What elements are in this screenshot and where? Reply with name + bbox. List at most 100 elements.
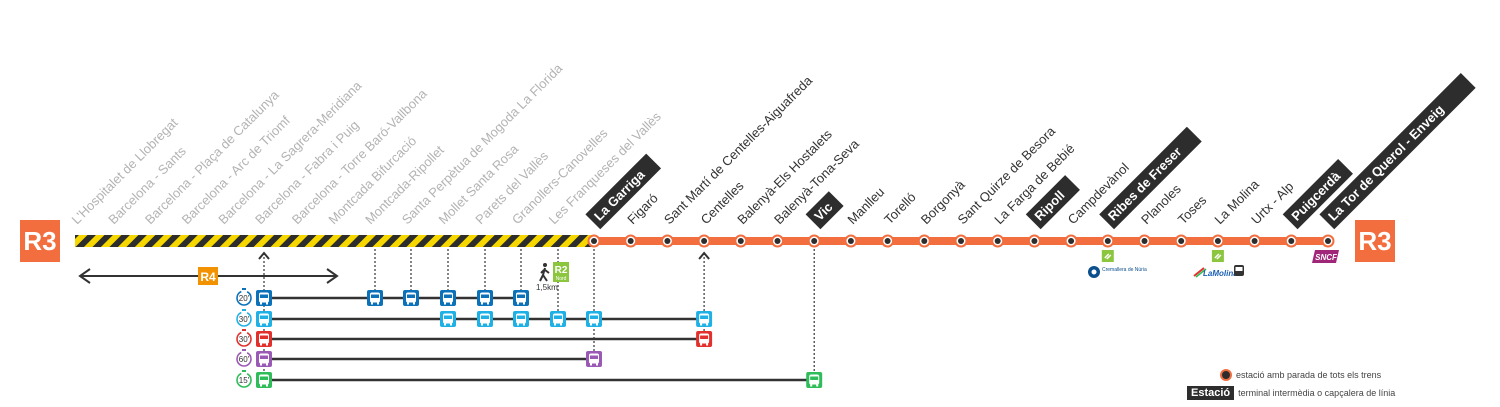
terminal-station-box	[1282, 158, 1353, 230]
r2-badge-sublabel: Nord	[556, 276, 567, 282]
bus-icon-window	[371, 294, 379, 298]
frequency-label: 60'	[239, 355, 250, 364]
rack-railway-glyph	[1214, 253, 1222, 260]
frequency-label: 30'	[239, 315, 250, 324]
station-dot-center	[921, 238, 928, 244]
bus-icon-window	[700, 335, 709, 339]
bus-icon-window	[590, 355, 598, 359]
bus-icon-wheel	[596, 363, 598, 366]
clock-ring	[236, 372, 252, 388]
arrow-up-icon	[698, 251, 710, 260]
station-dot-center	[1104, 238, 1111, 244]
bus-icon-window	[481, 315, 489, 319]
bus-icon-window	[260, 355, 268, 359]
bus-icon-wheel	[266, 302, 268, 305]
line-badge-end: R3	[1355, 220, 1395, 262]
bus-icon-wheel	[816, 384, 819, 387]
bus-icon	[256, 351, 272, 367]
station-dot-center	[737, 238, 744, 244]
station-dot-center	[1251, 238, 1258, 244]
frequency-label: 15'	[239, 376, 250, 385]
station-dot-center	[1068, 238, 1075, 244]
bus-icon-wheel	[260, 343, 262, 346]
line-badge-start: R3	[20, 220, 60, 262]
station-dot-icon	[1220, 369, 1232, 381]
legend-stop-all: estació amb parada de tots els trens	[1220, 369, 1381, 381]
bus-icon-wheel	[266, 323, 268, 326]
station-dot-center	[1288, 238, 1295, 244]
station-label-group: La Tor de Querol - Enveig	[1319, 72, 1476, 230]
station-dot-center	[1031, 238, 1038, 244]
la-molina-icon-stripe	[1195, 268, 1207, 278]
station-label: Manlleu	[844, 184, 887, 227]
bus-icon-window	[554, 315, 562, 319]
bus-icon-wheel	[481, 323, 483, 326]
bus-icon-wheel	[700, 323, 703, 326]
bus-icon-wheel	[444, 302, 446, 305]
bus-icon-window	[407, 294, 415, 298]
bus-icon-window	[260, 335, 268, 339]
bus-icon	[477, 311, 493, 327]
frequency-clock-icon: 30'	[236, 309, 252, 327]
frequency-label: 30'	[239, 335, 250, 344]
station-dot-center	[847, 238, 854, 244]
cremallera-nuria-icon-center	[1091, 269, 1097, 275]
clock-top	[242, 329, 246, 331]
clock-top	[242, 370, 246, 372]
clock-top	[242, 349, 246, 351]
bus-icon	[696, 311, 713, 327]
clock-top	[242, 288, 246, 290]
station-dot-center	[1141, 238, 1148, 244]
terminal-station-box	[585, 153, 662, 230]
station-label: Toses	[1175, 192, 1210, 227]
cremallera-nuria-label: Cremallera de Núria	[1102, 267, 1147, 273]
bus-icon-window	[444, 294, 452, 298]
bus-icon-wheel	[487, 323, 489, 326]
walker-head	[543, 263, 547, 267]
bus-icon-window	[260, 376, 268, 380]
frequency-clock-icon: 60'	[236, 349, 252, 367]
bus-icon-window	[517, 294, 525, 298]
bus-icon-wheel	[266, 363, 268, 366]
bus-icon	[256, 311, 272, 327]
bus-icon-wheel	[700, 343, 703, 346]
arrow-right-icon	[326, 268, 339, 284]
bus-icon-window	[590, 315, 598, 319]
bus-icon-window	[517, 315, 525, 319]
station-dot-center	[884, 238, 891, 244]
bus-icon	[806, 372, 823, 388]
bus-icon-wheel	[260, 323, 262, 326]
arrow-up-icon	[258, 251, 270, 260]
clock-ring	[236, 311, 252, 327]
r4-badge	[198, 267, 218, 285]
bus-icon	[440, 311, 456, 327]
station-dot-center	[664, 238, 671, 244]
bus-icon	[477, 290, 493, 306]
station-dot-center	[627, 238, 634, 244]
bus-icon-wheel	[377, 302, 379, 305]
bus-icon	[586, 351, 602, 367]
station-label-group: Toses	[1175, 192, 1210, 227]
bus-icon-wheel	[266, 343, 268, 346]
station-dot-center	[994, 238, 1001, 244]
bus-icon-wheel	[517, 302, 519, 305]
station-dot-center	[958, 238, 964, 244]
r2-badge-label: R2	[555, 265, 568, 276]
rack-railway-glyph	[1104, 253, 1112, 260]
bus-icon-wheel	[523, 302, 525, 305]
station-dot-center	[1178, 238, 1185, 244]
clock-ring	[236, 290, 252, 306]
bus-icon	[367, 290, 383, 306]
clock-ring	[236, 351, 252, 367]
station-dot-center	[774, 238, 781, 244]
station-dot-center	[1214, 238, 1221, 244]
bus-icon-window	[260, 315, 268, 319]
bus-icon	[256, 331, 272, 347]
bus-icon-window	[444, 315, 452, 319]
terminal-station-box	[1099, 126, 1202, 230]
bus-icon-wheel	[266, 384, 268, 387]
station-dot-center	[811, 238, 818, 244]
frequency-clock-icon: 30'	[236, 329, 252, 347]
legend-terminal-text: terminal intermèdia o capçalera de línia	[1238, 388, 1396, 398]
station-label-group: Manlleu	[844, 184, 887, 227]
